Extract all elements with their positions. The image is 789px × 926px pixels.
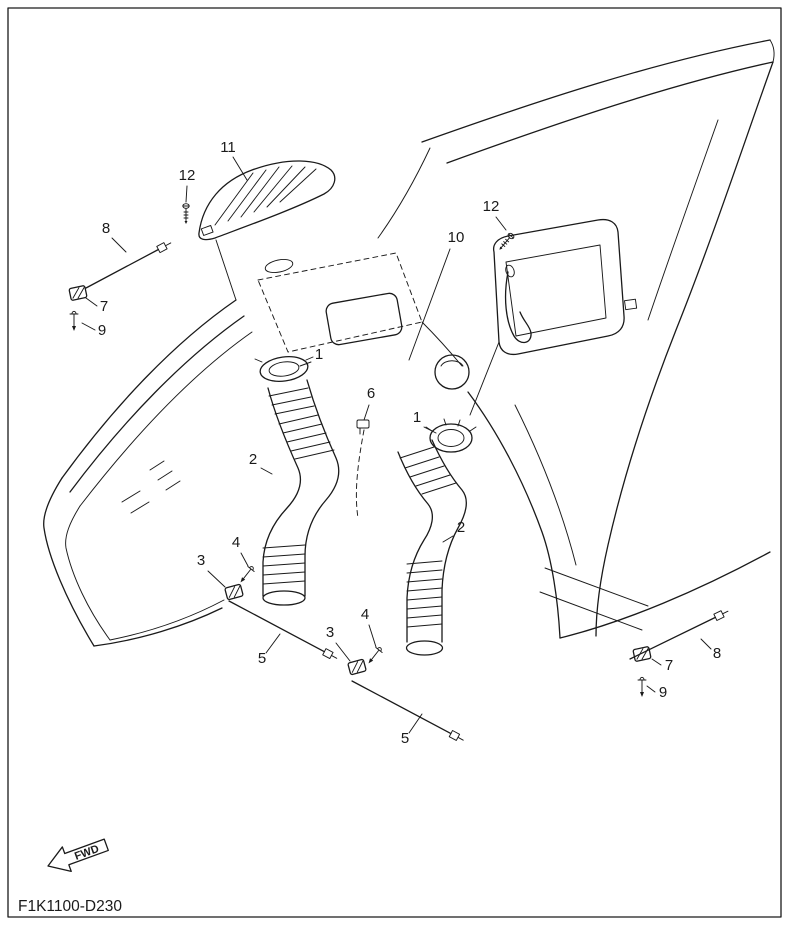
hull-outline — [43, 39, 775, 647]
callout-11: 11 — [220, 139, 248, 181]
svg-text:12: 12 — [483, 198, 500, 215]
callout-2-left: 2 — [249, 451, 273, 475]
clamp-7-left — [68, 284, 88, 302]
cable-tie-5-right — [351, 680, 464, 741]
svg-text:FWD: FWD — [73, 843, 101, 863]
callout-4-right: 4 — [361, 606, 377, 648]
pin-4-right — [364, 644, 385, 667]
callout-4-left: 4 — [232, 534, 249, 567]
callout-9-left: 9 — [81, 322, 106, 339]
strap — [355, 419, 370, 519]
callout-10: 10 — [408, 229, 465, 361]
callout-1-left: 1 — [299, 346, 323, 367]
svg-text:5: 5 — [258, 650, 266, 667]
console-area — [257, 252, 638, 390]
callout-3-right: 3 — [326, 624, 351, 662]
callout-6: 6 — [363, 385, 375, 421]
duct-cover — [198, 160, 336, 241]
svg-text:9: 9 — [659, 684, 667, 701]
grommet-left — [254, 356, 314, 382]
right-vent-hose — [397, 439, 468, 656]
callout-8-right: 8 — [700, 638, 721, 662]
svg-text:2: 2 — [249, 451, 257, 468]
svg-text:6: 6 — [367, 385, 375, 402]
svg-text:4: 4 — [232, 534, 240, 551]
svg-text:3: 3 — [326, 624, 334, 641]
part-code: F1K1100-D230 — [18, 898, 122, 915]
svg-text:2: 2 — [457, 519, 465, 536]
svg-text:12: 12 — [179, 167, 196, 184]
svg-text:8: 8 — [713, 645, 721, 662]
callout-12-left: 12 — [179, 167, 196, 203]
pin-9-left — [69, 310, 79, 332]
callout-8-left: 8 — [102, 220, 127, 253]
duct-bracket — [469, 218, 625, 416]
svg-text:8: 8 — [102, 220, 110, 237]
callout-3-left: 3 — [197, 552, 226, 588]
pin-4-left — [236, 563, 257, 586]
svg-text:10: 10 — [448, 229, 465, 246]
callout-12-right: 12 — [483, 198, 507, 231]
left-vent-hose — [262, 379, 340, 606]
svg-text:4: 4 — [361, 606, 369, 623]
callout-9-right: 9 — [646, 684, 667, 701]
svg-text:9: 9 — [98, 322, 106, 339]
cable-tie-8-right — [629, 610, 729, 660]
clamp-7-right — [632, 645, 652, 663]
clamp-3-right — [347, 658, 367, 676]
callout-7-left: 7 — [85, 297, 108, 315]
callout-5-right: 5 — [401, 713, 423, 747]
cable-tie-8-left — [85, 242, 172, 289]
callout-5-left: 5 — [258, 633, 281, 667]
svg-text:1: 1 — [413, 409, 421, 426]
callout-1-right: 1 — [413, 409, 437, 434]
svg-text:1: 1 — [315, 346, 323, 363]
svg-text:5: 5 — [401, 730, 409, 747]
cable-tie-5-left — [228, 600, 338, 660]
clamp-3-left — [224, 583, 244, 601]
svg-text:11: 11 — [220, 139, 236, 156]
svg-text:3: 3 — [197, 552, 205, 569]
svg-text:7: 7 — [100, 298, 108, 315]
screw-12-left — [182, 203, 190, 225]
callout-2-right: 2 — [442, 519, 465, 543]
pin-9-right — [637, 676, 647, 698]
fwd-arrow: FWD — [47, 838, 109, 873]
svg-text:7: 7 — [665, 657, 673, 674]
callout-7-right: 7 — [651, 657, 673, 674]
page-border — [7, 7, 782, 918]
